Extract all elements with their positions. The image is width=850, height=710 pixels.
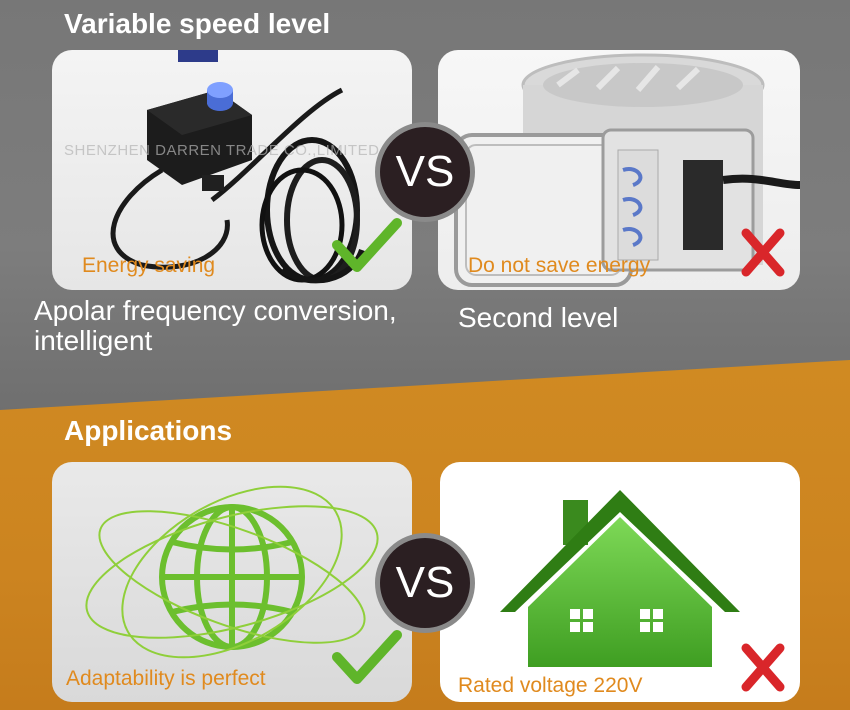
energy-saving-caption: Energy saving [82, 254, 216, 277]
house-image [500, 490, 740, 667]
globe-image [85, 485, 379, 659]
controller-card: Energy saving [52, 50, 412, 290]
vs-label: VS [395, 147, 455, 196]
green-check-icon [332, 630, 402, 684]
house-card: Rated voltage 220V [440, 462, 800, 702]
exhaust-fan-image [454, 53, 800, 287]
green-check-icon [332, 218, 402, 272]
second-level-text: Second level [458, 302, 619, 333]
adaptability-caption: Adaptability is perfect [66, 667, 266, 690]
variable-speed-heading: Variable speed level [64, 8, 331, 39]
company-watermark: SHENZHEN DARREN TRADE CO.,LIMITED [64, 142, 380, 159]
vs-badge-top: VS [375, 122, 475, 222]
red-cross-icon [741, 228, 785, 277]
vs-label: VS [395, 558, 455, 607]
rated-voltage-caption: Rated voltage 220V [458, 674, 643, 697]
fan-card: Do not save energy [438, 50, 800, 290]
apolar-conversion-text: Apolar frequency conversion, intelligent [34, 295, 397, 356]
no-energy-saving-caption: Do not save energy [468, 254, 651, 277]
globe-card: Adaptability is perfect [52, 462, 412, 702]
applications-heading: Applications [64, 415, 233, 446]
speed-controller-image [110, 50, 365, 284]
red-cross-icon [741, 643, 785, 692]
vs-badge-bottom: VS [375, 533, 475, 633]
